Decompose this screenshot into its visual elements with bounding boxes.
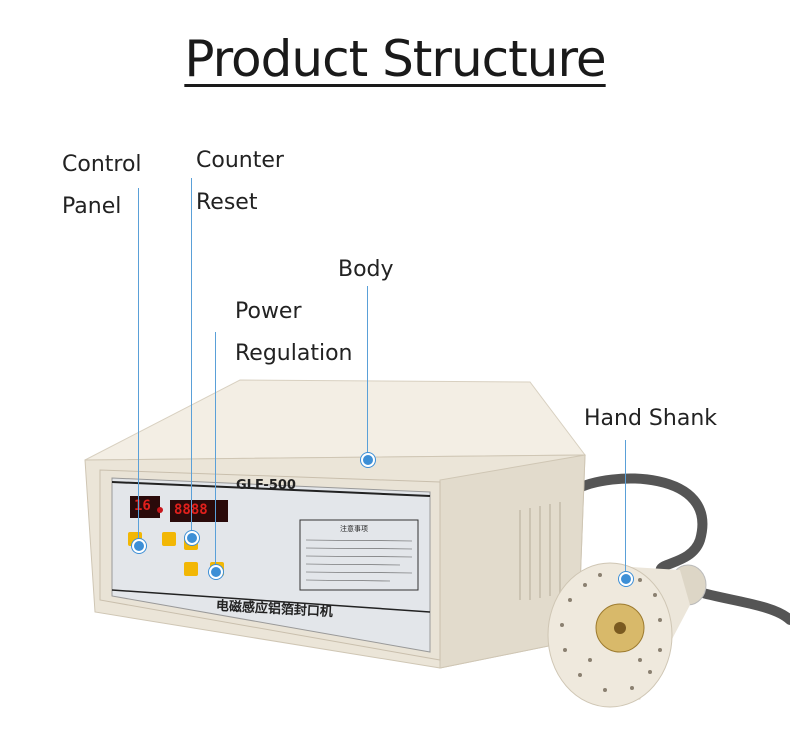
time-display: [130, 496, 160, 518]
control-panel-label-line1: Control: [62, 152, 142, 177]
notice-box: [299, 519, 419, 591]
power-regulation-label-line1: Power: [235, 299, 302, 324]
counter-reset-label: Counter Reset: [196, 140, 284, 224]
power-regulation-marker: [209, 565, 223, 579]
hand-shank-marker: [619, 572, 633, 586]
control-panel-line: [138, 188, 139, 544]
power-regulation-label: Power Regulation: [235, 291, 352, 375]
control-panel-marker: [132, 539, 146, 553]
counter-reset-marker: [185, 531, 199, 545]
control-panel-label-line2: Panel: [62, 194, 122, 219]
counter-reset-label-line2: Reset: [196, 190, 258, 215]
counter-display-value: 8888: [174, 502, 208, 518]
cable: [570, 473, 790, 625]
power-down-button: [184, 562, 198, 576]
hand-shank-line: [625, 440, 626, 580]
control-panel-label: Control Panel: [62, 144, 142, 228]
counter-display: [170, 500, 228, 522]
power-regulation-label-line2: Regulation: [235, 341, 353, 366]
hand-shank-label: Hand Shank: [584, 406, 717, 431]
page-title: Product Structure: [184, 30, 606, 88]
body-label: Body: [338, 257, 394, 282]
model-label: GLF-500: [236, 478, 296, 493]
notice-title: 注意事项: [340, 525, 368, 533]
counter-reset-label-line1: Counter: [196, 148, 284, 173]
time-up-button: [162, 532, 176, 546]
body-top: [84, 379, 586, 461]
power-regulation-line: [215, 332, 216, 568]
time-display-value: 16: [134, 498, 151, 514]
body-marker: [361, 453, 375, 467]
body-line: [367, 286, 368, 456]
counter-reset-line: [191, 178, 192, 534]
